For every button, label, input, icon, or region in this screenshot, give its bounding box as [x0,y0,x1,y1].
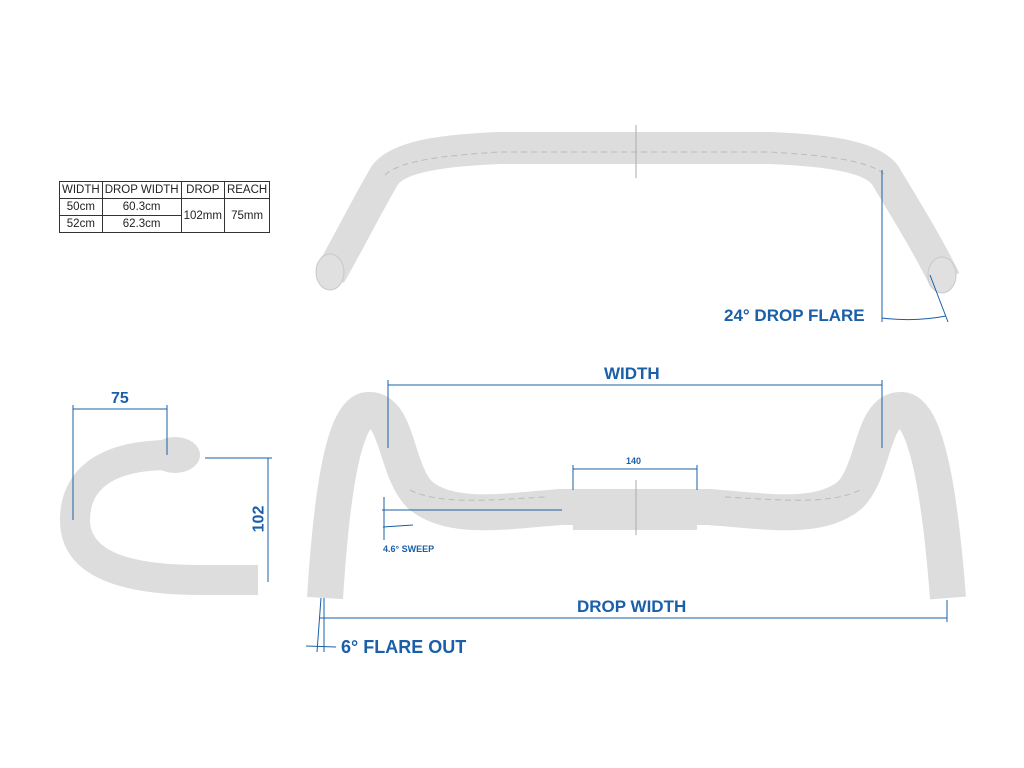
table-row: 50cm 60.3cm 102mm 75mm [59,198,271,233]
drop-flare-angle-line [929,274,949,323]
right-bar-end [927,256,957,294]
header-drop: DROP [180,181,225,199]
drop-flare-arc [881,315,947,321]
top-view-dash-line [384,151,886,176]
cell-reach: 75mm [223,198,271,233]
sweep-label: 4.6° SWEEP [383,544,435,554]
drop-width-label: DROP WIDTH [577,597,687,616]
flare-out-angle-line [316,597,322,653]
table-header-row: WIDTH DROP WIDTH DROP REACH [59,181,271,199]
cell-drop-width: 60.3cm [101,198,182,216]
header-reach: REACH [223,181,271,199]
table-row: 52cm 62.3cm [59,215,270,233]
cell-drop: 102mm [180,198,225,233]
top-view-bar [316,132,960,288]
front-view-clamp-section [573,490,697,530]
sweep-angle-line [382,524,414,528]
flare-out-tick [305,645,337,648]
side-view-hood [150,437,200,473]
drop-flare-label: 24° DROP FLARE [724,306,865,325]
reach-label: 75 [111,390,129,407]
drop-label: 102 [250,505,268,533]
left-bar-end [315,253,345,291]
side-view-bar [59,440,258,595]
spec-table: WIDTH DROP WIDTH DROP REACH 50cm 60.3cm … [59,181,271,233]
cell-width: 50cm [59,198,103,216]
flare-out-label: 6° FLARE OUT [341,637,467,657]
width-label: WIDTH [604,364,660,383]
front-view-dash-line [409,489,861,501]
center-width-label: 140 [626,456,642,466]
cell-drop-width: 62.3cm [101,215,182,233]
header-drop-width: DROP WIDTH [101,181,182,199]
cell-width: 52cm [59,215,103,233]
header-width: WIDTH [59,181,103,199]
